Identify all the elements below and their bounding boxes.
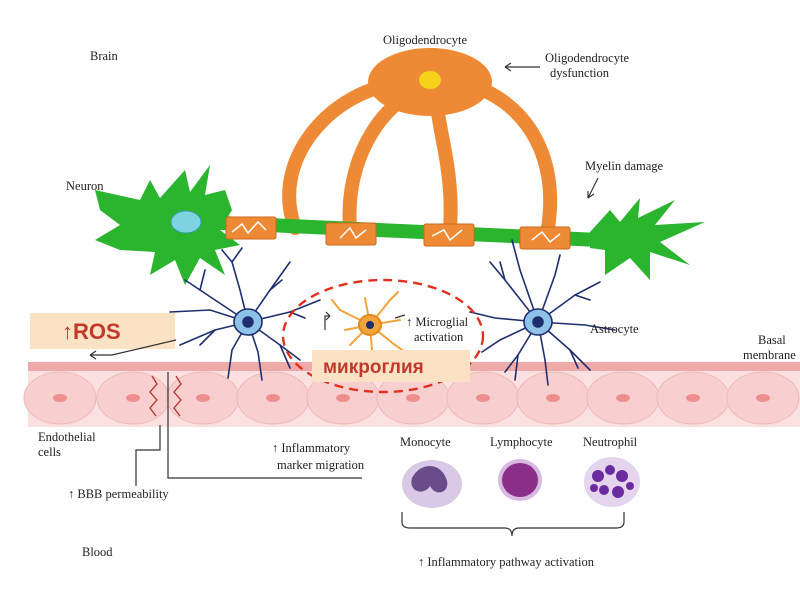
tight-junction-zigzag (173, 375, 182, 417)
neuron-soma (95, 165, 240, 285)
myelin-damage-label: Myelin damage (585, 159, 664, 173)
myelin-sheath (519, 226, 571, 250)
mikroglia-label: микроглия (323, 357, 424, 378)
inflammatory-marker-label: ↑ Inflammatory (272, 441, 351, 455)
oligodendrocyte-label: Oligodendrocyte (383, 33, 467, 47)
bbb-permeability-label: ↑ BBB permeability (68, 487, 169, 501)
oligodendrocyte-dysfunction-label: Oligodendrocyte (545, 51, 629, 65)
myelin-sheath (325, 222, 377, 246)
neuron-cell (95, 165, 705, 285)
basal-membrane-label: Basal (758, 333, 786, 347)
astrocyte-right (469, 239, 616, 386)
tight-junction-zigzag (149, 375, 158, 417)
endothelial-layer (23, 362, 800, 427)
microglial-activation-label-line2: activation (414, 330, 464, 344)
neutrophil-label: Neutrophil (583, 435, 638, 449)
ros-label: ↑ROS (62, 319, 121, 344)
mikroglia-highlight-box (312, 350, 470, 382)
astrocyte-label: Astrocyte (590, 322, 639, 336)
endothelial-cells-label-line2: cells (38, 445, 61, 459)
monocyte-cell (402, 460, 462, 508)
lymphocyte-label: Lymphocyte (490, 435, 553, 449)
microglia-cell (331, 291, 406, 353)
ros-highlight-box (30, 313, 175, 349)
astrocyte-left (169, 247, 321, 381)
lymphocyte-cell (498, 459, 542, 501)
oligodendrocyte-nucleus (419, 71, 441, 89)
microglial-activation-label: ↑ Microglial (406, 315, 469, 329)
inflammatory-pathway-label: ↑ Inflammatory pathway activation (418, 555, 595, 569)
neutrophil-cell (584, 457, 640, 507)
blood-label: Blood (82, 545, 113, 559)
inflammatory-marker-label-line2: marker migration (277, 458, 365, 472)
myelin-sheath (225, 216, 277, 240)
basal-membrane-label-line2: membrane (743, 348, 796, 362)
axon-terminal (590, 198, 705, 280)
microglia-highlight-ellipse (281, 278, 485, 394)
neuron-nucleus (170, 210, 202, 234)
endothelial-cells-label: Endothelial (38, 430, 96, 444)
myelin-sheath (423, 223, 475, 247)
connector-lines (89, 62, 625, 537)
neuron-label: Neuron (66, 179, 104, 193)
monocyte-label: Monocyte (400, 435, 451, 449)
oligodendrocyte-dysfunction-label-line2: dysfunction (550, 66, 610, 80)
brain-label: Brain (90, 49, 119, 63)
oligodendrocyte-cell (282, 48, 558, 235)
